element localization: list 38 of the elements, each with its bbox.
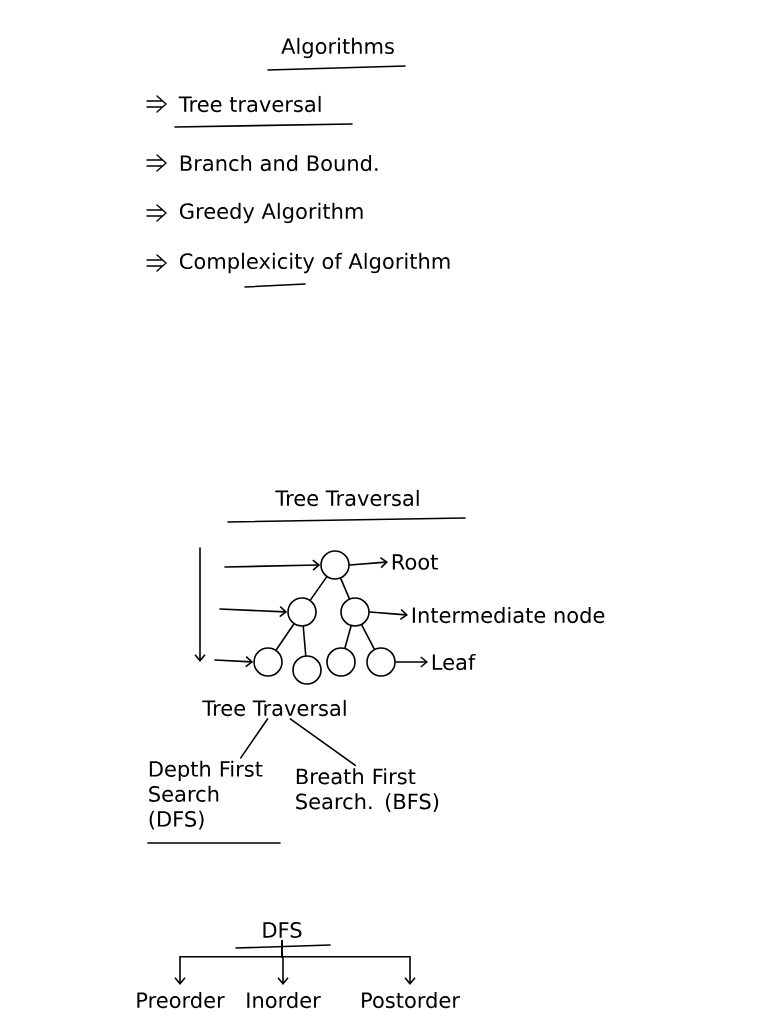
branch-line bbox=[275, 623, 295, 651]
branch-line bbox=[302, 625, 307, 657]
arrow bbox=[281, 939, 416, 985]
node-label: Postorder bbox=[362, 991, 460, 1009]
list-item: Tree traversal bbox=[178, 95, 321, 113]
tree-node-circle bbox=[287, 597, 317, 627]
branch-line bbox=[240, 718, 269, 759]
node-label: Intermediate node bbox=[412, 606, 605, 624]
arrow bbox=[369, 608, 408, 621]
node-label: Depth First Search (DFS) bbox=[149, 760, 263, 830]
node-label: Leaf bbox=[432, 653, 476, 671]
arrow bbox=[395, 656, 428, 668]
tree-node-circle bbox=[320, 550, 350, 580]
node-label: Tree Traversal bbox=[202, 699, 346, 717]
arrow bbox=[214, 655, 254, 668]
branch-line bbox=[309, 576, 328, 601]
tree-node-circle bbox=[340, 597, 370, 627]
tree-node-circle bbox=[326, 647, 356, 677]
tree-node-circle bbox=[366, 647, 396, 677]
node-label: Root bbox=[392, 554, 438, 570]
node-label: Inorder bbox=[247, 991, 321, 1009]
node-label: DFS bbox=[263, 922, 302, 938]
list-item: Branch and Bound. bbox=[180, 154, 378, 172]
tree-node-circle bbox=[292, 655, 322, 685]
arrow bbox=[349, 556, 388, 569]
list-item: Complexicity of Algorithm bbox=[180, 252, 450, 274]
node-label: Preorder bbox=[137, 991, 225, 1009]
title: Algorithms bbox=[281, 37, 394, 59]
arrow bbox=[219, 605, 288, 618]
arrow bbox=[224, 559, 321, 571]
node-label: Breath First Search. (BFS) bbox=[296, 768, 439, 812]
branch-line bbox=[340, 577, 350, 600]
tree-node-circle bbox=[253, 647, 283, 677]
branch-line bbox=[361, 624, 375, 650]
branch-line bbox=[289, 718, 357, 767]
list-item: Greedy Algorithm bbox=[180, 202, 363, 224]
branch-line bbox=[344, 625, 352, 649]
heading: Tree Traversal bbox=[275, 489, 419, 507]
